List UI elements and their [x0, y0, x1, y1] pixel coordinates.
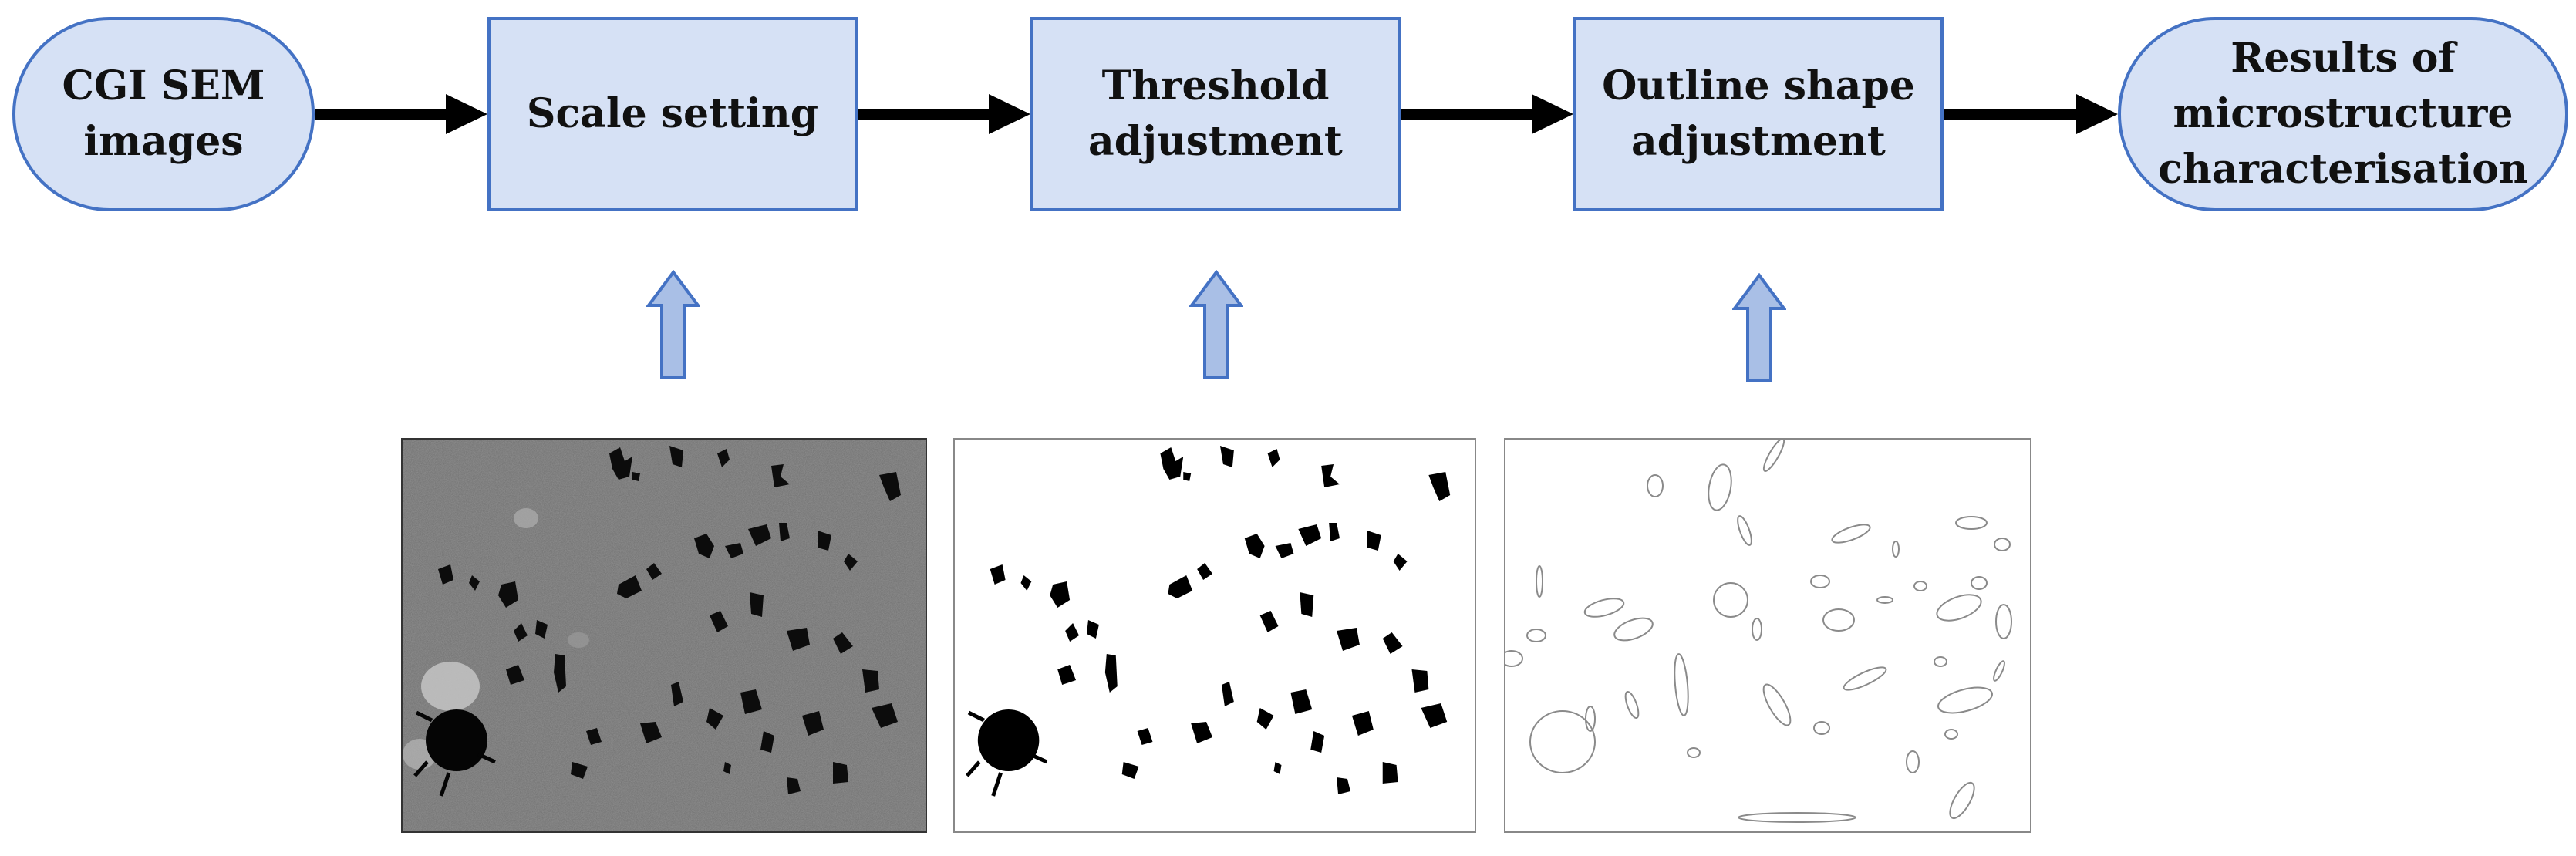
- arrow-shaft: [1401, 109, 1533, 120]
- arrow-shaft: [315, 109, 447, 120]
- end-label-line1: Results of: [2230, 35, 2456, 82]
- start-terminal-cgi-sem-images: CGI SEM images: [12, 17, 315, 211]
- arrow-right-icon: [2076, 94, 2118, 134]
- step2-label-line2: adjustment: [1088, 118, 1343, 165]
- arrow-right-icon: [989, 94, 1030, 134]
- arrow-right-icon: [1532, 94, 1573, 134]
- binary-threshold-image: [953, 438, 1476, 833]
- arrow-shaft: [1944, 109, 2078, 120]
- step3-label-line2: adjustment: [1631, 118, 1886, 165]
- arrow-shaft: [858, 109, 990, 120]
- step1-label: Scale setting: [526, 90, 819, 137]
- arrow-right-icon: [446, 94, 487, 134]
- up-arrow-icon: [1189, 270, 1243, 379]
- step-threshold-adjustment: Threshold adjustment: [1030, 17, 1401, 211]
- step-scale-setting: Scale setting: [487, 17, 858, 211]
- ellipse-outline-image: [1504, 438, 2031, 833]
- step3-label-line1: Outline shape: [1602, 62, 1915, 110]
- step2-label-line1: Threshold: [1101, 62, 1330, 110]
- sem-micrograph-image: [401, 438, 927, 833]
- start-label-line1: CGI SEM: [62, 62, 265, 110]
- up-arrow-icon: [646, 270, 700, 379]
- up-arrow-icon: [1732, 273, 1786, 382]
- end-terminal-results: Results of microstructure characterisati…: [2118, 17, 2568, 211]
- step-outline-shape-adjustment: Outline shape adjustment: [1573, 17, 1944, 211]
- start-label-line2: images: [83, 118, 244, 165]
- end-label-line2: microstructure: [2173, 90, 2514, 137]
- end-label-line3: characterisation: [2158, 146, 2528, 193]
